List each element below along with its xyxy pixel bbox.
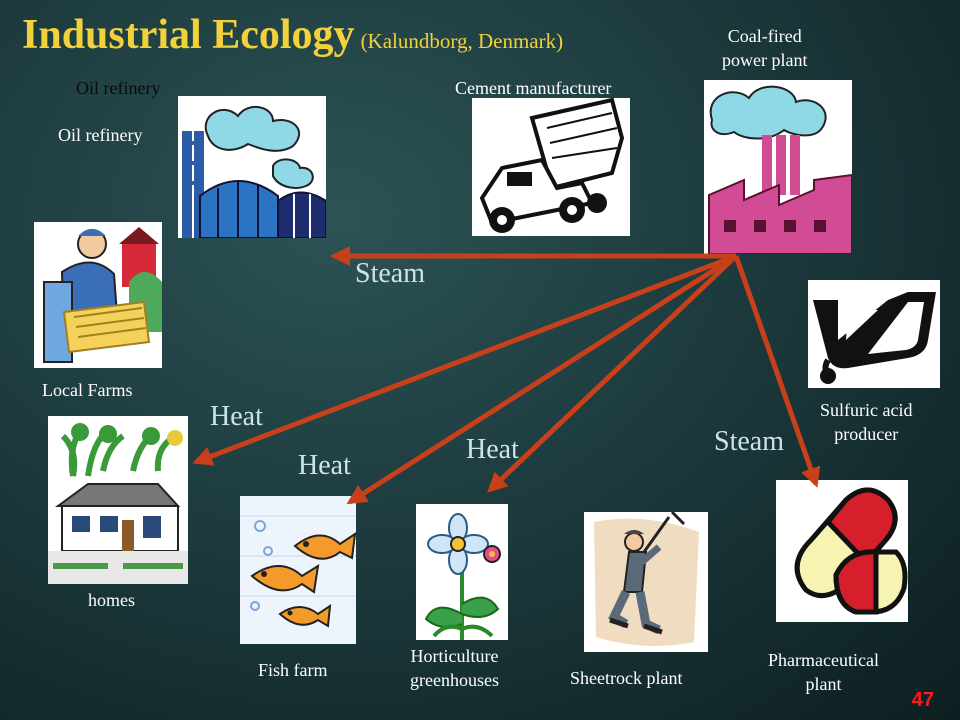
fish-farm-image xyxy=(240,496,356,644)
horticulture-image xyxy=(416,504,508,640)
cement-truck-image xyxy=(472,98,630,236)
flow-label-heat-fish: Heat xyxy=(298,450,351,481)
oil-refinery-label: Oil refinery xyxy=(58,125,143,145)
oil-refinery-image xyxy=(178,96,326,238)
arrow-heat-homes xyxy=(192,253,737,466)
slide-number: 47 xyxy=(911,689,934,711)
flow-label-steam-pharma: Steam xyxy=(714,426,784,457)
cement-label: Cement manufacturer xyxy=(455,78,612,98)
sheetrock-label: Sheetrock plant xyxy=(570,668,683,688)
homes-label: homes xyxy=(88,590,135,610)
farms-label: Local Farms xyxy=(42,380,133,400)
arrow-heat-fish xyxy=(346,253,738,505)
horticulture-label: Horticulture greenhouses xyxy=(410,646,499,691)
power-plant-image xyxy=(704,80,852,254)
flow-label-heat-homes: Heat xyxy=(210,401,263,432)
page-title: Industrial Ecology(Kalundborg, Denmark) xyxy=(22,14,563,56)
homes-image xyxy=(48,416,188,584)
pharmaceutical-label: Pharmaceutical plant xyxy=(768,650,879,695)
sheetrock-image xyxy=(584,512,708,652)
title-subtitle: (Kalundborg, Denmark) xyxy=(360,29,564,53)
title-main: Industrial Ecology xyxy=(22,12,355,58)
farms-image xyxy=(34,222,162,368)
flow-label-steam-refinery: Steam xyxy=(355,258,425,289)
flow-label-heat-greenhouses: Heat xyxy=(466,434,519,465)
sulfuric-acid-label: Sulfuric acid producer xyxy=(820,400,913,445)
coal-plant-label: Coal-fired power plant xyxy=(722,26,808,71)
arrow-heat-greenhouses xyxy=(487,254,738,493)
fish-farm-label: Fish farm xyxy=(258,660,328,680)
sulfuric-acid-image xyxy=(808,280,940,388)
oil-refinery-label-duplicate: Oil refinery xyxy=(76,78,161,98)
pharmaceutical-image xyxy=(776,480,908,622)
